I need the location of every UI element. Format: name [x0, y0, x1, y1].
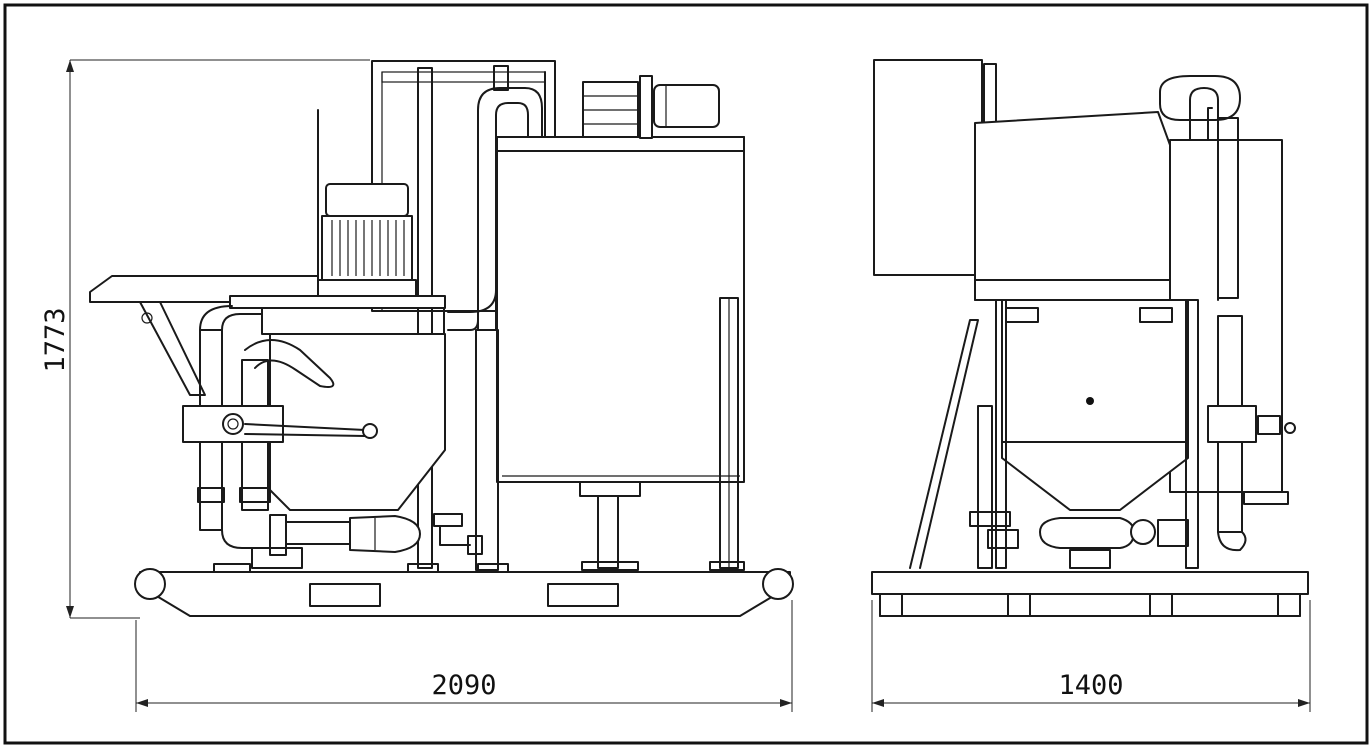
height-dimension-label: 1773 — [40, 307, 71, 372]
front-mixer-vessel — [1001, 299, 1189, 511]
front-upright — [873, 59, 997, 276]
dimension-height: 1773 — [40, 59, 370, 619]
width-dimension-label: 1400 — [1058, 670, 1123, 701]
front-motor — [1159, 75, 1241, 301]
drawing-frame — [3, 3, 1369, 745]
transfer-pipe — [447, 65, 543, 571]
large-tank — [496, 136, 745, 571]
front-pump — [969, 511, 1189, 569]
front-view — [871, 59, 1309, 617]
valve-lever — [182, 405, 378, 443]
dimension-length: 2090 — [135, 600, 793, 712]
mixer-vessel — [229, 295, 446, 511]
side-view — [89, 60, 794, 617]
length-dimension-label: 2090 — [431, 670, 496, 701]
front-legs — [909, 299, 1199, 569]
grout-pump — [221, 513, 483, 569]
skid-base — [134, 568, 794, 617]
mixer-motor — [317, 183, 417, 297]
front-pipe-valve — [1207, 315, 1296, 552]
base-feet — [213, 563, 509, 573]
agitator-motor — [582, 75, 720, 139]
dimension-width: 1400 — [871, 600, 1311, 712]
front-skid — [871, 571, 1309, 617]
